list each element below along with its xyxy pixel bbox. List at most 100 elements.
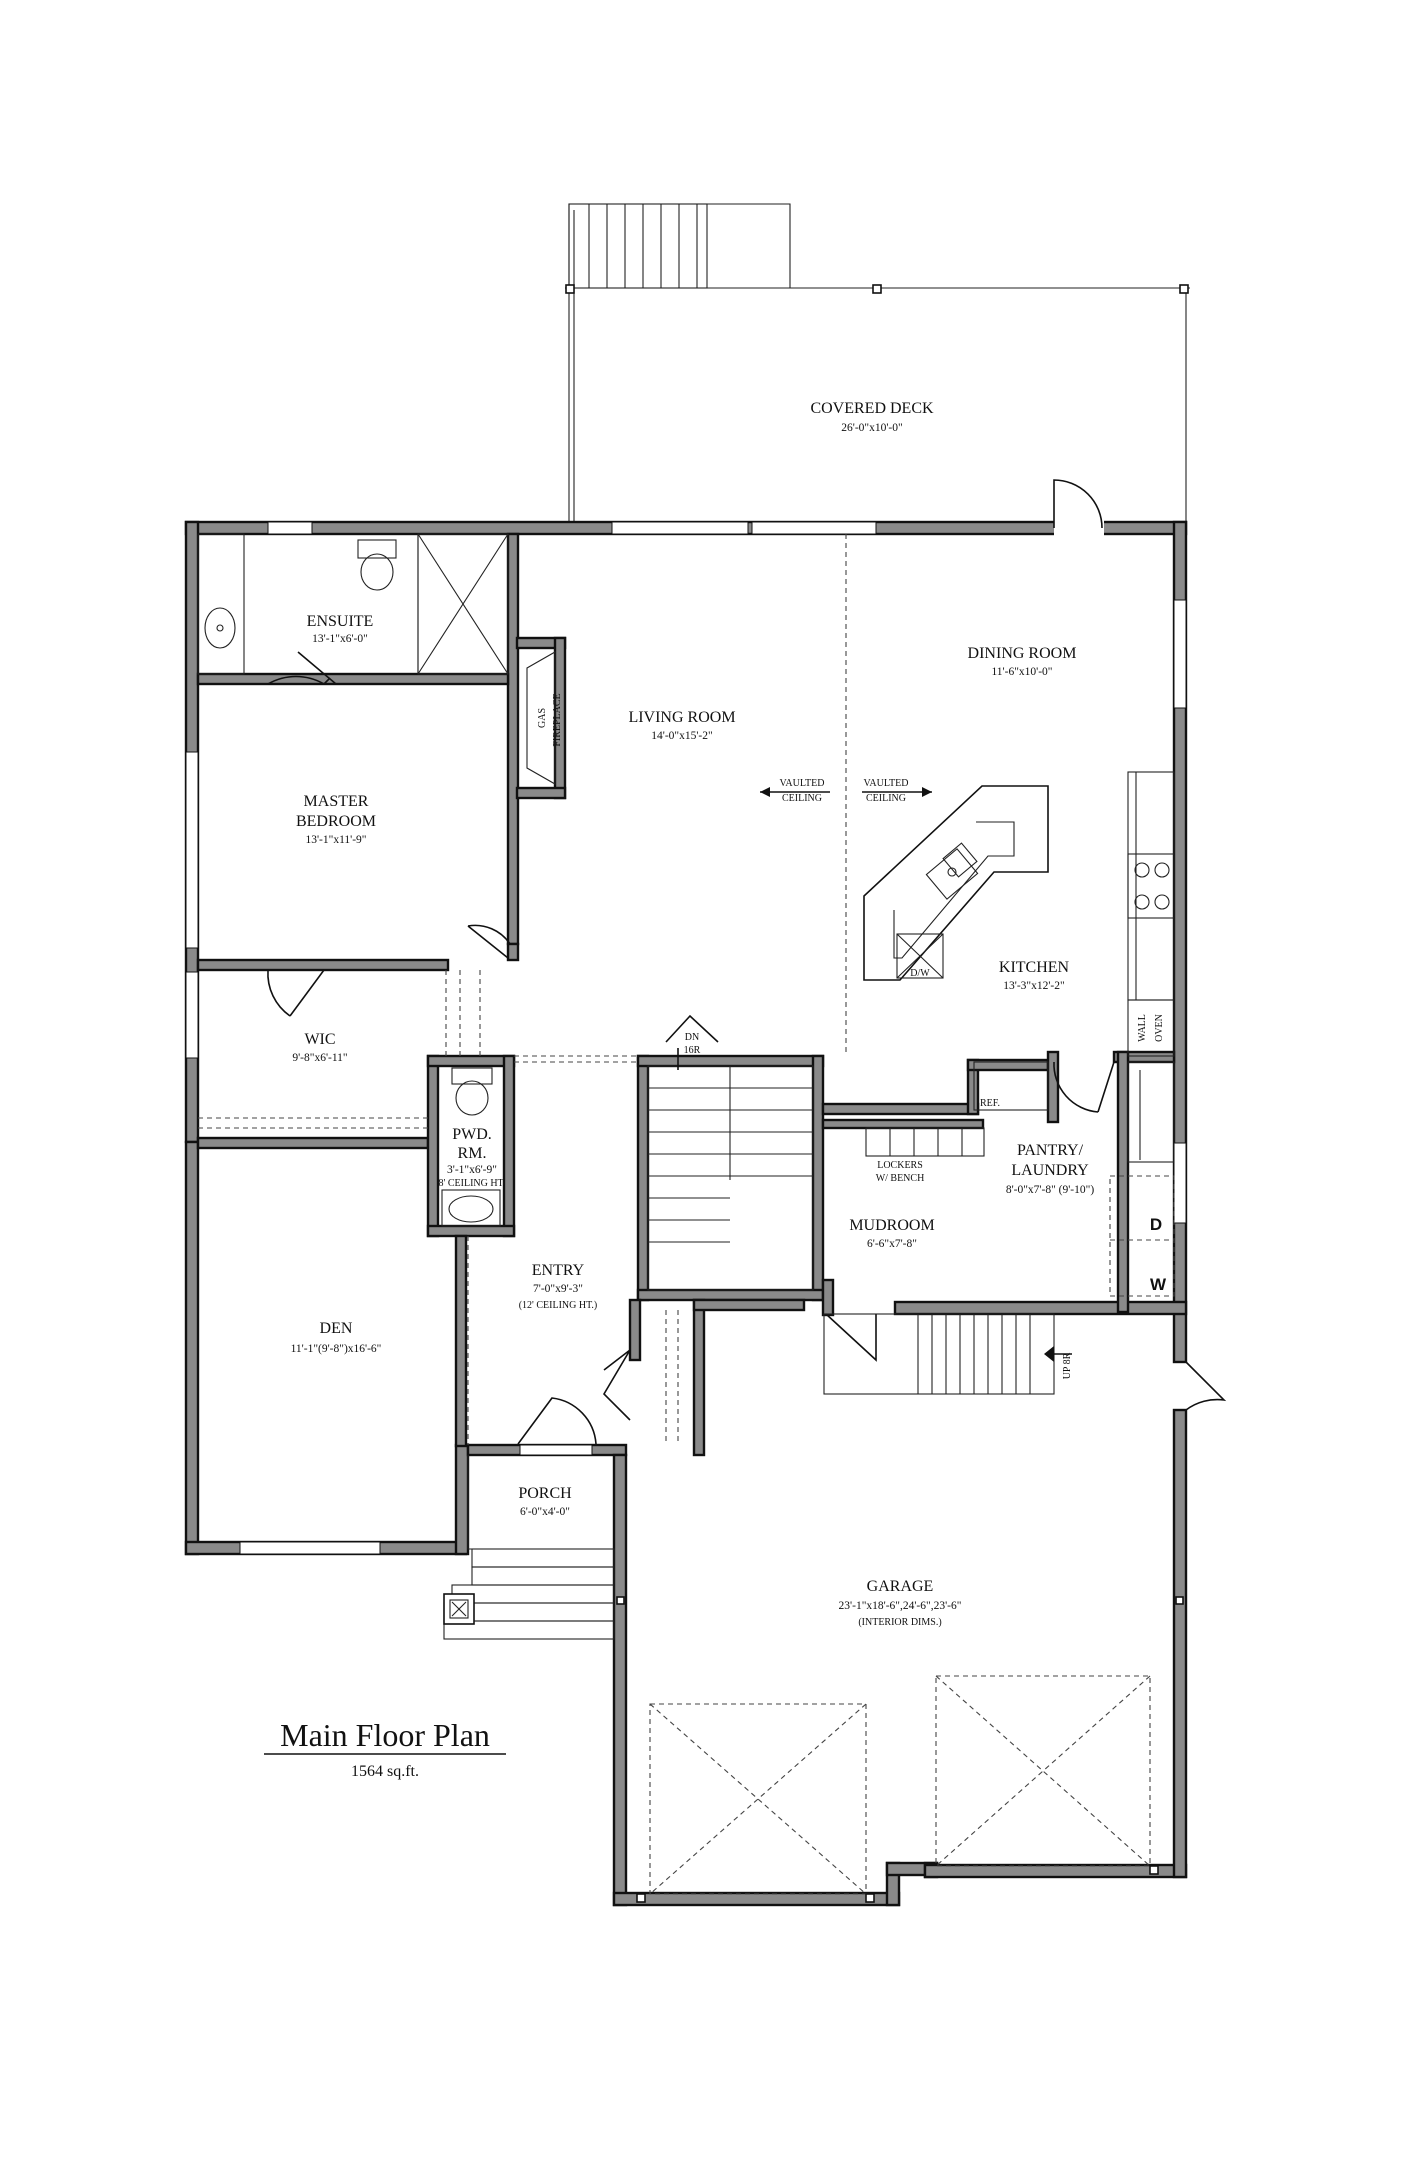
oven-label: OVEN bbox=[1154, 1014, 1165, 1042]
pantry-dims: 8'-0"x7'-8" (9'-10") bbox=[1006, 1184, 1094, 1196]
kitchen-dims: 13'-3"x12'-2" bbox=[1003, 980, 1064, 992]
wic-door bbox=[267, 969, 291, 1017]
garage-doors bbox=[616, 1596, 1184, 1903]
dishwasher-icon bbox=[896, 933, 944, 979]
ref-label: REF. bbox=[980, 1098, 1000, 1109]
dw-label: D/W bbox=[910, 968, 930, 979]
porch-label: PORCH bbox=[518, 1485, 572, 1502]
island-counter bbox=[863, 785, 1049, 981]
ensuite-fixtures: ENSUITE 13'-1"x6'-0" bbox=[197, 533, 509, 675]
sink-icon bbox=[448, 1195, 494, 1223]
window bbox=[519, 1444, 593, 1456]
porch-steps bbox=[443, 1455, 615, 1640]
kitchen-counters: WALL OVEN REF. bbox=[973, 771, 1175, 1111]
wic-dims: 9'-8"x6'-11" bbox=[292, 1052, 347, 1064]
wall-label: WALL bbox=[1137, 1014, 1148, 1042]
mudroom-label: MUDROOM bbox=[849, 1217, 934, 1234]
deck-post bbox=[1179, 284, 1189, 294]
fireplace-icon bbox=[526, 651, 556, 785]
gas-fireplace: GAS FIREPLACE bbox=[526, 651, 563, 785]
kitchen-island: D/W bbox=[863, 785, 1049, 981]
room-labels: MASTER BEDROOM 13'-1"x11'-9" LIVING ROOM… bbox=[291, 645, 1095, 1628]
windows bbox=[185, 521, 1187, 1555]
ensuite-dims: 13'-1"x6'-0" bbox=[312, 633, 368, 645]
fridge-icon bbox=[973, 1061, 1049, 1111]
powder-room-note: 8' CEILING HT. bbox=[439, 1178, 506, 1189]
deck-stairs bbox=[568, 203, 708, 289]
window bbox=[1173, 599, 1187, 709]
lockers-laundry: LOCKERS W/ BENCH D W bbox=[865, 1061, 1175, 1297]
toilet-icon bbox=[455, 1080, 489, 1116]
dryer-label: D bbox=[1150, 1215, 1162, 1234]
lockers-bench bbox=[865, 1127, 985, 1157]
covered-deck: COVERED DECK 26'-0"x10'-0" bbox=[565, 203, 1190, 522]
lockers-label-1: LOCKERS bbox=[877, 1160, 923, 1171]
interior-walls bbox=[196, 532, 1176, 1457]
garage-entry-door bbox=[825, 1313, 877, 1362]
garage-dims: 23'-1"x18'-6",24'-6",23'-6" bbox=[839, 1600, 962, 1612]
vaulted-label-4: CEILING bbox=[866, 793, 906, 804]
garage-side-door bbox=[1185, 1361, 1227, 1411]
cooktop-icon bbox=[1127, 853, 1175, 919]
sink-icon bbox=[204, 607, 236, 649]
main-stairs: DN 16R bbox=[647, 1014, 814, 1291]
garage-label: GARAGE bbox=[867, 1578, 934, 1595]
deck-post bbox=[872, 284, 882, 294]
master-bedroom-label-1: MASTER bbox=[304, 793, 369, 810]
den-dims: 11'-1"(9'-8")x16'-6" bbox=[291, 1343, 382, 1355]
front-door bbox=[517, 1397, 597, 1445]
dining-room-label: DINING ROOM bbox=[968, 645, 1077, 662]
pantry-label-1: PANTRY/ bbox=[1017, 1142, 1084, 1159]
toilet-icon bbox=[360, 553, 394, 591]
stair-down-label: DN bbox=[685, 1032, 699, 1043]
washer-label: W bbox=[1150, 1275, 1167, 1294]
powder-room-label-1: PWD. bbox=[452, 1126, 492, 1143]
pantry-label-2: LAUNDRY bbox=[1011, 1162, 1089, 1179]
washer-dryer-area bbox=[1109, 1175, 1175, 1297]
toilet-tank-icon bbox=[451, 1067, 493, 1085]
den-label: DEN bbox=[320, 1320, 353, 1337]
covered-deck-label: COVERED DECK bbox=[810, 400, 934, 417]
garage-door-right bbox=[935, 1675, 1151, 1867]
ensuite-door bbox=[267, 675, 331, 685]
powder-fixtures bbox=[441, 1067, 505, 1227]
window bbox=[267, 521, 313, 535]
wic-label: WIC bbox=[304, 1031, 335, 1048]
powder-room-label-2: RM. bbox=[458, 1145, 487, 1162]
garage-door-left bbox=[649, 1703, 867, 1895]
pantry-door bbox=[1053, 1061, 1099, 1113]
window bbox=[185, 971, 199, 1059]
garage-stairs: UP 8R bbox=[823, 1313, 1073, 1395]
gas-label: GAS bbox=[537, 708, 548, 728]
vaulted-label-3: VAULTED bbox=[863, 778, 908, 789]
garage-note: (INTERIOR DIMS.) bbox=[858, 1617, 941, 1628]
window bbox=[185, 751, 199, 949]
vaulted-label-2: CEILING bbox=[782, 793, 822, 804]
kitchen-label: KITCHEN bbox=[999, 959, 1070, 976]
stair-up-label: UP 8R bbox=[1062, 1352, 1073, 1379]
master-bedroom-dims: 13'-1"x11'-9" bbox=[305, 834, 366, 846]
doors bbox=[267, 479, 1227, 1445]
ensuite-label: ENSUITE bbox=[307, 613, 374, 630]
entry-note: (12' CEILING HT.) bbox=[519, 1300, 598, 1311]
lockers-label-2: W/ BENCH bbox=[876, 1173, 925, 1184]
entry-label: ENTRY bbox=[532, 1262, 585, 1279]
fireplace-label: FIREPLACE bbox=[552, 693, 563, 746]
plan-title-text: Main Floor Plan bbox=[280, 1717, 490, 1753]
porch-dims: 6'-0"x4'-0" bbox=[520, 1506, 570, 1518]
stair-down-count: 16R bbox=[684, 1045, 701, 1056]
window bbox=[751, 521, 877, 535]
plan-area-text: 1564 sq.ft. bbox=[351, 1763, 419, 1780]
plan-title: Main Floor Plan 1564 sq.ft. bbox=[264, 1717, 506, 1780]
living-room-label: LIVING ROOM bbox=[628, 709, 735, 726]
window bbox=[611, 521, 749, 535]
kitchen-sink-icon bbox=[925, 848, 979, 900]
deck-post bbox=[565, 284, 575, 294]
closet-bifold-door bbox=[602, 1349, 631, 1421]
deck-door bbox=[1053, 479, 1103, 529]
master-bedroom-label-2: BEDROOM bbox=[296, 813, 376, 830]
open-plan-dividers bbox=[198, 534, 847, 1445]
vaulted-label-1: VAULTED bbox=[779, 778, 824, 789]
living-room-dims: 14'-0"x15'-2" bbox=[651, 730, 712, 742]
